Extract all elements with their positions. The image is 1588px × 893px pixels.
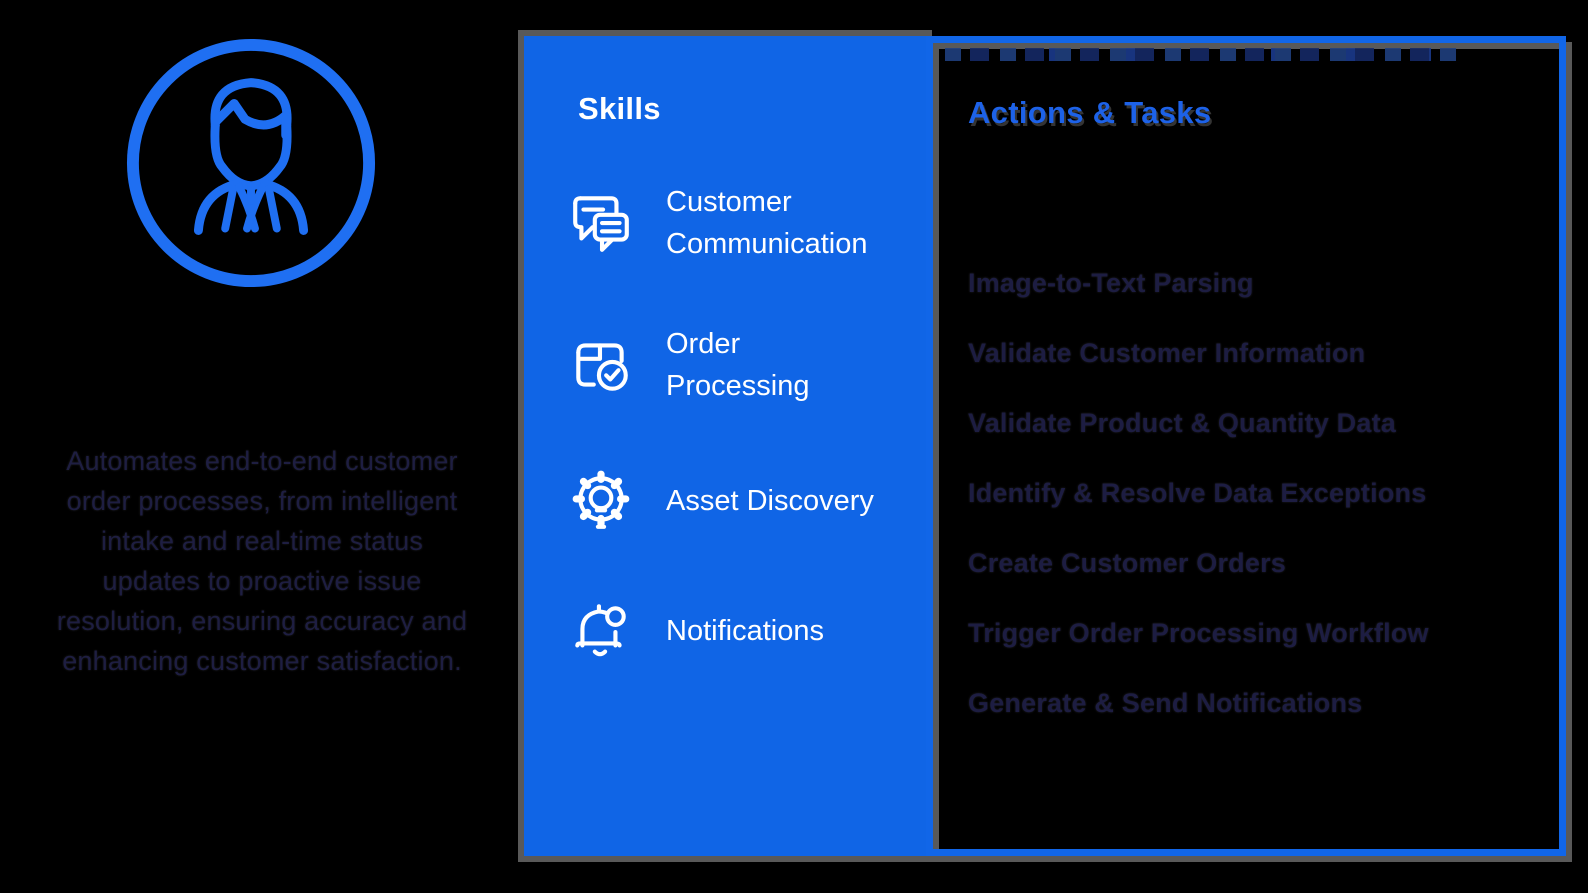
action-item: Generate & Send Notifications: [968, 687, 1363, 718]
clipped-text-artifact: [945, 48, 1457, 61]
gear-lightbulb-icon: [568, 468, 634, 534]
skill-item-order-processing: Order Processing: [568, 323, 884, 407]
skill-label: Notifications: [666, 615, 824, 647]
skill-item-notifications: Notifications: [568, 595, 884, 667]
skills-list: Customer Communication Order Processing: [568, 181, 884, 725]
actions-panel-shadow-frame: [932, 42, 1572, 862]
skills-panel-title: Skills: [578, 91, 661, 126]
skill-item-customer-communication: Customer Communication: [568, 181, 884, 265]
action-item: Trigger Order Processing Workflow: [968, 617, 1429, 648]
package-check-icon: [568, 332, 634, 398]
persona-description: Automates end-to-end customer order proc…: [56, 446, 468, 676]
actions-panel-title: Actions & Tasks: [968, 95, 1212, 130]
actions-list: Image-to-Text Parsing Validate Customer …: [968, 248, 1539, 738]
chat-bubbles-icon: [568, 190, 634, 256]
skill-item-asset-discovery: Asset Discovery: [568, 465, 884, 537]
skills-panel: Skills Customer Communication: [518, 30, 932, 862]
skill-label: Order Processing: [666, 328, 810, 402]
person-avatar-icon: [122, 34, 380, 292]
skill-label: Asset Discovery: [666, 485, 874, 517]
action-item: Validate Customer Information: [968, 337, 1366, 368]
action-item: Create Customer Orders: [968, 547, 1287, 578]
skill-label: Customer Communication: [666, 186, 868, 260]
action-item: Image-to-Text Parsing: [968, 267, 1254, 298]
action-item: Identify & Resolve Data Exceptions: [968, 477, 1427, 508]
actions-panel: Actions & Tasks Image-to-Text Parsing Va…: [926, 36, 1566, 856]
bell-icon: [568, 598, 634, 664]
actions-panel-content: Actions & Tasks Image-to-Text Parsing Va…: [933, 43, 1559, 849]
action-item: Validate Product & Quantity Data: [968, 407, 1396, 438]
